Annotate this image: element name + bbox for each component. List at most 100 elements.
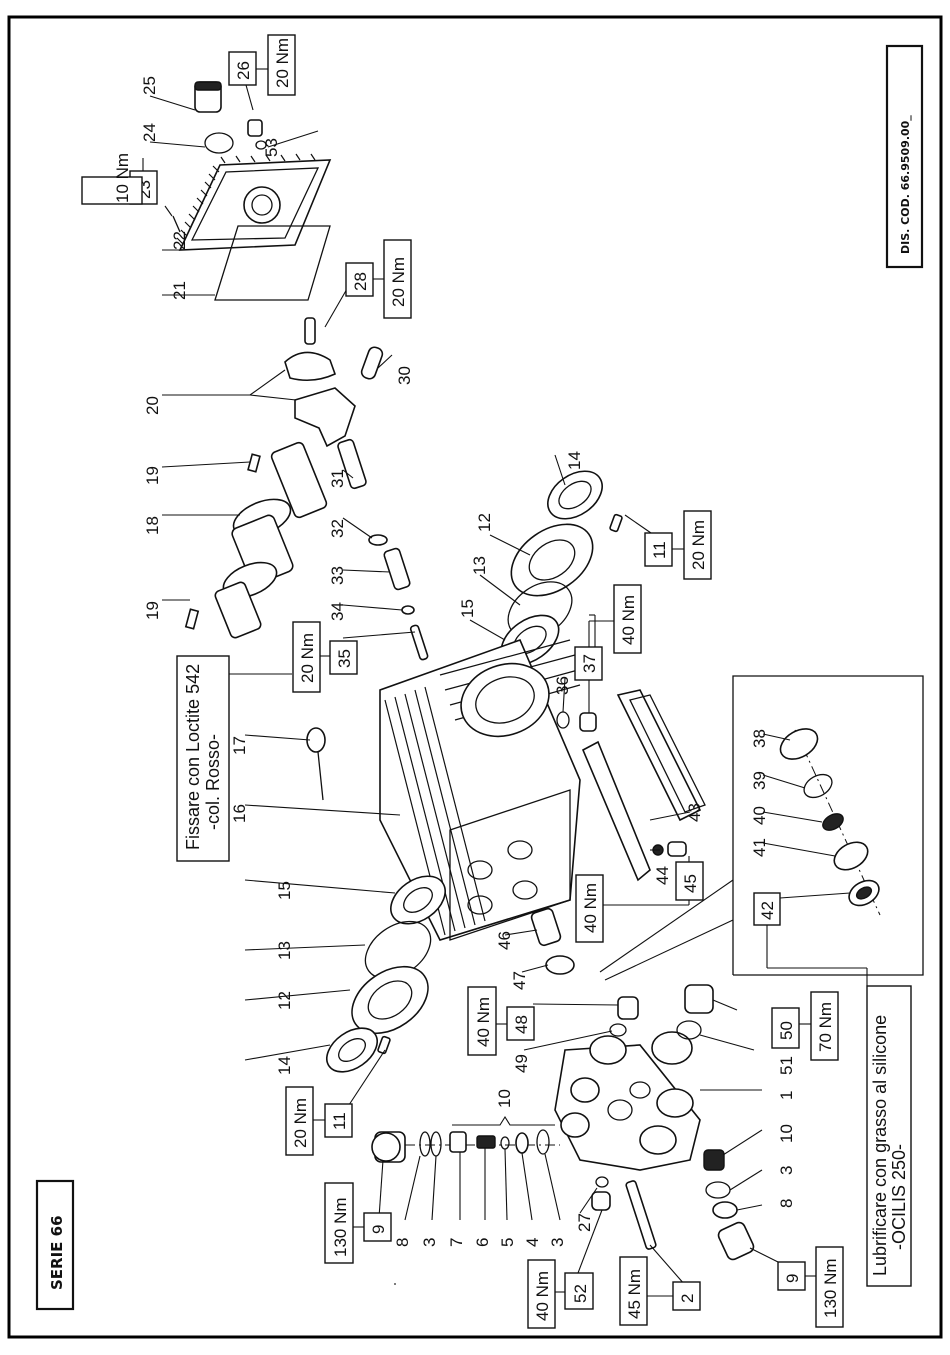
callout-19-bottom: 19 bbox=[143, 601, 162, 620]
callout-26: 26 bbox=[234, 61, 253, 80]
crankshaft bbox=[214, 441, 328, 639]
valve-stack-right bbox=[703, 1149, 755, 1261]
callout-15-left: 15 bbox=[275, 881, 294, 900]
callout-49: 49 bbox=[512, 1054, 531, 1073]
callout-21: 21 bbox=[170, 281, 189, 300]
torque-48: 40 Nm bbox=[474, 997, 493, 1047]
plug-50 bbox=[684, 984, 714, 1014]
torque-50: 70 Nm bbox=[816, 1002, 835, 1052]
callout-46: 46 bbox=[495, 931, 514, 950]
grease-note-line1: Lubrificare con grasso al silicone bbox=[870, 1015, 890, 1276]
callout-48: 48 bbox=[512, 1015, 531, 1034]
torque-23: 10 Nm bbox=[113, 153, 132, 203]
callout-1: 1 bbox=[777, 1091, 796, 1100]
screw-28 bbox=[304, 317, 316, 345]
callout-11-left: 11 bbox=[330, 1112, 349, 1130]
callout-3-left: 3 bbox=[420, 1238, 439, 1247]
callout-9-left: 9 bbox=[369, 1225, 388, 1234]
torque-2: 45 Nm bbox=[625, 1269, 644, 1319]
seal-kit-detail-box bbox=[599, 675, 924, 981]
plug-37 bbox=[579, 712, 597, 732]
pin-30 bbox=[360, 346, 384, 380]
connecting-rod bbox=[284, 351, 356, 448]
callout-40: 40 bbox=[750, 806, 769, 825]
callout-18: 18 bbox=[143, 516, 162, 535]
callout-34: 34 bbox=[328, 602, 347, 621]
screw-35 bbox=[409, 624, 429, 661]
torque-26: 20 Nm bbox=[273, 38, 292, 88]
mounting-brackets bbox=[581, 689, 706, 882]
washer-51 bbox=[676, 1020, 702, 1040]
callout-4: 4 bbox=[523, 1238, 542, 1247]
callout-20: 20 bbox=[143, 396, 162, 415]
callout-19-top: 19 bbox=[143, 466, 162, 485]
callout-37: 37 bbox=[580, 654, 599, 673]
series-title-block: SERIE 66 bbox=[35, 1179, 75, 1311]
callout-9-right: 9 bbox=[783, 1274, 802, 1283]
grease-note: Lubrificare con grasso al silicone -OCIL… bbox=[866, 985, 912, 1287]
callout-44: 44 bbox=[653, 866, 672, 885]
callout-43: 43 bbox=[685, 803, 704, 822]
drawing-code: DIS. COD. 66.9509.00_ bbox=[899, 115, 912, 254]
series-label: SERIE 66 bbox=[48, 1215, 66, 1290]
torque-callouts: 26 20 Nm 23 10 Nm 28 20 Nm 20 Nm 35 11 2… bbox=[81, 34, 844, 1329]
loctite-note-line2: -col. Rosso- bbox=[203, 734, 223, 830]
callout-17: 17 bbox=[230, 736, 249, 755]
callout-39: 39 bbox=[750, 771, 769, 790]
plunger-46 bbox=[530, 907, 562, 947]
callout-3-mid: 3 bbox=[548, 1238, 567, 1247]
callout-22: 22 bbox=[170, 231, 189, 250]
callout-32: 32 bbox=[328, 519, 347, 538]
callout-52: 52 bbox=[571, 1284, 590, 1303]
bearing-assembly-right bbox=[500, 470, 603, 666]
callout-13-left: 13 bbox=[275, 941, 294, 960]
seal-47 bbox=[545, 955, 575, 975]
callout-30: 30 bbox=[395, 366, 414, 385]
callout-12-right: 12 bbox=[475, 513, 494, 532]
screw-23 bbox=[172, 215, 181, 233]
screw-11-left bbox=[377, 1035, 391, 1055]
callout-8-right: 8 bbox=[777, 1199, 796, 1208]
callout-numbers: 25 24 22 21 20 19 18 19 53 30 31 32 33 3… bbox=[140, 76, 796, 1247]
callout-8-left: 8 bbox=[393, 1238, 412, 1247]
torque-35: 20 Nm bbox=[298, 633, 317, 683]
sleeve-33 bbox=[383, 547, 411, 591]
callout-33: 33 bbox=[328, 566, 347, 585]
cover-gasket bbox=[214, 225, 331, 301]
rear-cover bbox=[176, 153, 332, 251]
leader-lines bbox=[149, 84, 868, 1286]
drawing-code-block: DIS. COD. 66.9509.00_ bbox=[885, 44, 924, 269]
washer-53 bbox=[255, 140, 267, 150]
callout-12-left: 12 bbox=[275, 991, 294, 1010]
torque-9-right: 130 Nm bbox=[821, 1258, 840, 1318]
callout-42: 42 bbox=[758, 901, 777, 920]
torque-28: 20 Nm bbox=[389, 257, 408, 307]
torque-45: 40 Nm bbox=[581, 883, 600, 933]
plug-48 bbox=[617, 996, 639, 1020]
washer-49 bbox=[609, 1023, 627, 1037]
callout-5: 5 bbox=[498, 1238, 517, 1247]
washer-34 bbox=[401, 605, 415, 615]
callout-14-left: 14 bbox=[275, 1056, 294, 1075]
callout-2: 2 bbox=[678, 1294, 697, 1303]
screw-45 bbox=[667, 841, 687, 857]
washer-27 bbox=[595, 1176, 609, 1188]
callout-10-right: 10 bbox=[777, 1124, 796, 1143]
torque-37: 40 Nm bbox=[619, 595, 638, 645]
callout-14-right: 14 bbox=[565, 451, 584, 470]
callout-31: 31 bbox=[328, 469, 347, 488]
callout-13-right: 13 bbox=[470, 556, 489, 575]
oil-dipstick bbox=[306, 727, 326, 801]
plug-52 bbox=[591, 1191, 611, 1211]
torque-52: 40 Nm bbox=[533, 1271, 552, 1321]
callout-36: 36 bbox=[553, 676, 572, 695]
callout-35: 35 bbox=[335, 649, 354, 668]
seal-kit-parts bbox=[779, 728, 881, 916]
drawing-frame bbox=[7, 15, 943, 1339]
washer-32 bbox=[368, 534, 388, 546]
torque-9-left: 130 Nm bbox=[331, 1197, 350, 1257]
callout-45: 45 bbox=[681, 874, 700, 893]
callout-6: 6 bbox=[473, 1238, 492, 1247]
key-19-top bbox=[247, 453, 261, 473]
